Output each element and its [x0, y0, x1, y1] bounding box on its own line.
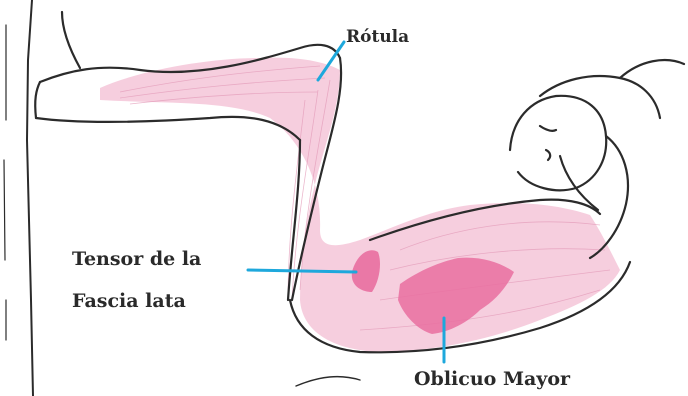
leader-line-tensor [248, 270, 356, 272]
label-rotula: Rótula [346, 27, 409, 47]
label-tensor-line2: Fascia lata [72, 280, 201, 322]
label-tensor-fascia-lata: Tensor de la Fascia lata [72, 238, 201, 322]
wall-edge [4, 0, 33, 396]
ground-sketch [296, 377, 360, 386]
label-tensor-line1: Tensor de la [72, 238, 201, 280]
label-oblicuo-mayor: Oblicuo Mayor [414, 368, 570, 390]
